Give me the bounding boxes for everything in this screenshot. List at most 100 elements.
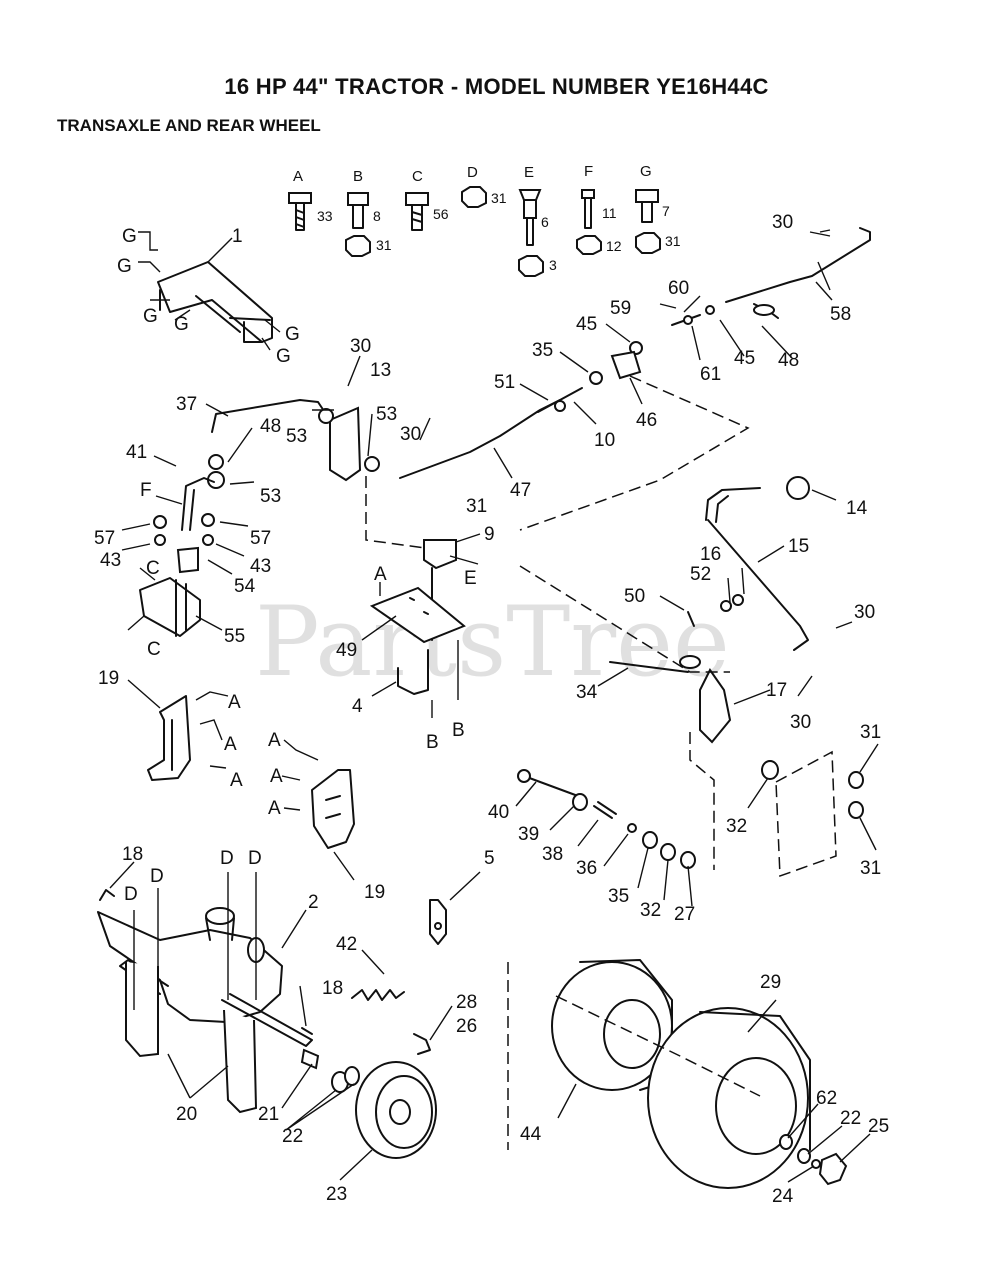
label-9: 9 xyxy=(484,524,495,545)
label-19-b: 19 xyxy=(364,882,385,903)
label-25: 25 xyxy=(868,1116,889,1137)
label-22-a: 22 xyxy=(282,1126,303,1147)
label-19-a: 19 xyxy=(98,668,119,689)
callout-g-6: G xyxy=(276,346,291,367)
label-30-b: 30 xyxy=(772,212,793,233)
label-35-b: 35 xyxy=(608,886,629,907)
label-42: 42 xyxy=(336,934,357,955)
callout-a-19a: A xyxy=(228,692,241,713)
part-44-29-tires xyxy=(507,959,811,1189)
hardware-e-letter: E xyxy=(524,164,534,181)
hardware-b-qty2: 31 xyxy=(376,237,392,253)
hardware-b: B 8 31 xyxy=(345,168,392,257)
label-57-a: 57 xyxy=(94,528,115,549)
label-23: 23 xyxy=(326,1184,347,1205)
label-21: 21 xyxy=(258,1104,279,1125)
label-44: 44 xyxy=(520,1124,542,1145)
label-1: 1 xyxy=(232,226,243,247)
label-38: 38 xyxy=(542,844,563,865)
part-2-transaxle xyxy=(97,872,313,1114)
label-51: 51 xyxy=(494,372,515,393)
callout-d-1: D xyxy=(220,848,234,869)
hardware-f-qty: 11 xyxy=(602,205,617,221)
label-30-d: 30 xyxy=(854,602,875,623)
label-22-b: 22 xyxy=(840,1108,861,1129)
label-47: 47 xyxy=(510,480,531,501)
callout-g-3: G xyxy=(143,306,158,327)
part-41-55-assembly xyxy=(127,477,215,637)
hardware-b-letter: B xyxy=(353,168,363,185)
page-title: 16 HP 44" TRACTOR - MODEL NUMBER YE16H44… xyxy=(224,74,769,99)
callout-g-4: G xyxy=(174,314,189,335)
callout-a-19f: A xyxy=(268,798,281,819)
callout-a-19d: A xyxy=(268,730,281,751)
hardware-f-qty2: 12 xyxy=(606,238,622,254)
label-58: 58 xyxy=(830,304,851,325)
label-49: 49 xyxy=(336,640,357,661)
hardware-b-qty: 8 xyxy=(373,208,381,224)
part-42-spring xyxy=(300,989,431,1070)
label-55: 55 xyxy=(224,626,245,647)
hardware-g-qty2: 31 xyxy=(665,233,681,249)
leader-lines xyxy=(109,229,879,1183)
hardware-a-qty: 33 xyxy=(317,208,333,224)
callout-a-19c: A xyxy=(230,770,243,791)
callout-a-19b: A xyxy=(224,734,237,755)
label-17: 17 xyxy=(766,680,787,701)
label-43-a: 43 xyxy=(100,550,121,571)
part-1-bracket xyxy=(138,231,281,351)
part-23-rim xyxy=(331,1061,437,1159)
callout-d-4: D xyxy=(124,884,138,905)
label-34: 34 xyxy=(576,682,598,703)
label-18-a: 18 xyxy=(122,844,143,865)
hardware-f-letter: F xyxy=(584,163,593,180)
part-5-clip xyxy=(429,899,447,945)
hardware-d-letter: D xyxy=(467,164,478,181)
hardware-g-letter: G xyxy=(640,163,652,180)
label-24: 24 xyxy=(772,1186,794,1207)
label-27: 27 xyxy=(674,904,695,925)
label-53-b: 53 xyxy=(286,426,307,447)
label-30-a: 30 xyxy=(350,336,371,357)
label-57-b: 57 xyxy=(250,528,271,549)
label-60: 60 xyxy=(668,278,689,299)
hardware-a-letter: A xyxy=(293,168,303,185)
label-50: 50 xyxy=(624,586,645,607)
label-53-c: 53 xyxy=(260,486,281,507)
label-62: 62 xyxy=(816,1088,837,1109)
label-32-b: 32 xyxy=(640,900,661,921)
label-4: 4 xyxy=(352,696,363,717)
label-35-a: 35 xyxy=(532,340,553,361)
callout-d-3: D xyxy=(150,866,164,887)
callout-c-1: C xyxy=(146,558,160,579)
hardware-d-qty: 31 xyxy=(491,190,507,206)
label-16: 16 xyxy=(700,544,721,565)
label-2: 2 xyxy=(308,892,319,913)
label-52: 52 xyxy=(690,564,711,585)
callout-e: E xyxy=(464,568,477,589)
callout-a-plate: A xyxy=(374,564,387,585)
label-29: 29 xyxy=(760,972,781,993)
label-10: 10 xyxy=(594,430,615,451)
hardware-d: D 31 xyxy=(461,164,507,208)
label-40: 40 xyxy=(488,802,509,823)
callout-d-2: D xyxy=(248,848,262,869)
letter-callouts: G G G G G G F C C A E B B A A A A A A D … xyxy=(117,226,477,905)
label-45-a: 45 xyxy=(576,314,597,335)
label-5: 5 xyxy=(484,848,495,869)
part-9-49-assembly xyxy=(369,539,466,718)
label-36: 36 xyxy=(576,858,597,879)
callout-f: F xyxy=(140,480,152,501)
label-41: 41 xyxy=(126,442,147,463)
label-37: 37 xyxy=(176,394,197,415)
hardware-g: G 7 31 xyxy=(635,163,681,254)
label-61: 61 xyxy=(700,364,721,385)
label-39: 39 xyxy=(518,824,539,845)
part-number-labels: 1 2 30 30 30 58 60 59 45 45 48 61 35 51 … xyxy=(94,212,889,1207)
part-15-lever-assembly xyxy=(519,476,810,870)
callout-a-19e: A xyxy=(270,766,283,787)
hardware-c-letter: C xyxy=(412,168,423,185)
label-28: 28 xyxy=(456,992,477,1013)
callout-g-2: G xyxy=(117,256,132,277)
